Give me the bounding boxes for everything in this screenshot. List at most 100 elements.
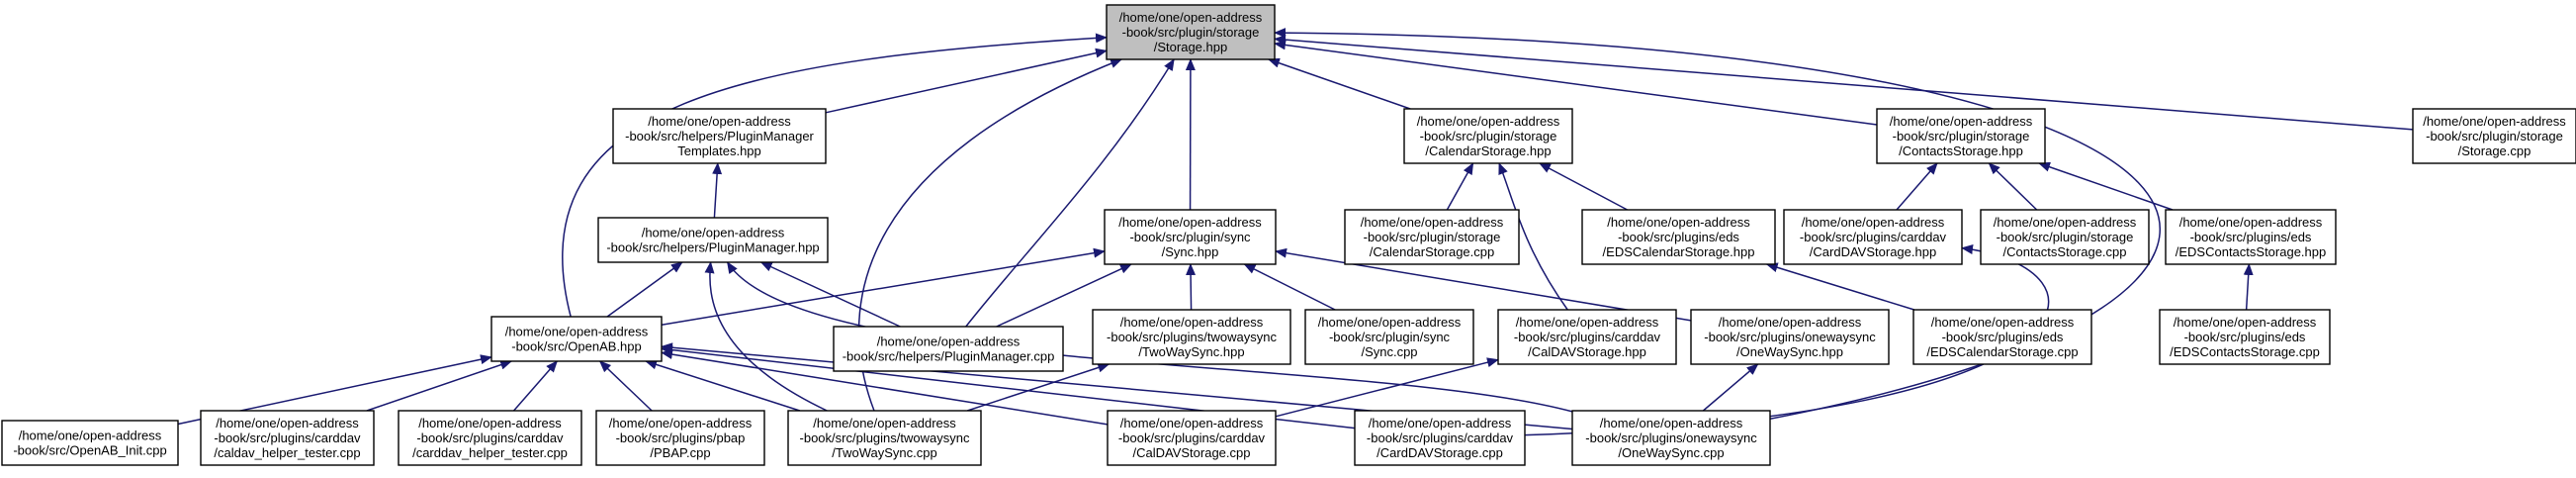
node-label-line: -book/src/plugin/sync xyxy=(1329,330,1451,344)
node-label-line: -book/src/plugins/carddav xyxy=(1118,430,1266,445)
node-openab_hpp[interactable]: /home/one/open-address-book/src/OpenAB.h… xyxy=(490,316,663,362)
node-label-line: /OneWaySync.hpp xyxy=(1736,344,1843,359)
node-box xyxy=(2412,108,2576,164)
node-box xyxy=(1304,309,1474,365)
node-box xyxy=(1571,410,1771,466)
node-label-line: -book/src/plugins/carddav xyxy=(214,430,361,445)
node-carddav_helper_tester_cpp[interactable]: /home/one/open-address-book/src/plugins/… xyxy=(398,410,582,466)
node-label-line: -book/src/OpenAB.hpp xyxy=(511,339,642,354)
node-plugin_manager_cpp[interactable]: /home/one/open-address-book/src/helpers/… xyxy=(833,326,1064,372)
node-openab_init_cpp[interactable]: /home/one/open-address-book/src/OpenAB_I… xyxy=(1,420,179,466)
node-carddav_storage_hpp[interactable]: /home/one/open-address-book/src/plugins/… xyxy=(1783,209,1963,265)
edge-sync_cpp-to-sync_hpp xyxy=(1243,263,1336,311)
edge-plugin_manager_cpp-to-plugin_manager_hpp xyxy=(759,261,901,328)
node-caldav_storage_hpp[interactable]: /home/one/open-address-book/src/plugins/… xyxy=(1497,309,1677,365)
node-calendar_storage_cpp[interactable]: /home/one/open-address-book/src/plugin/s… xyxy=(1344,209,1520,265)
node-label-line: /CalendarStorage.hpp xyxy=(1425,143,1551,158)
node-one_way_sync_cpp[interactable]: /home/one/open-address-book/src/plugins/… xyxy=(1571,410,1771,466)
edge-plugin_manager_templates-to-storage_hpp xyxy=(825,48,1108,114)
node-label-line: /home/one/open-address xyxy=(1369,416,1512,430)
node-plugin_manager_templates[interactable]: /home/one/open-address-book/src/helpers/… xyxy=(612,108,827,164)
node-two_way_sync_hpp[interactable]: /home/one/open-address-book/src/plugins/… xyxy=(1092,309,1291,365)
node-label-line: /home/one/open-address xyxy=(877,335,1021,349)
node-caldav_helper_tester_cpp[interactable]: /home/one/open-address-book/src/plugins/… xyxy=(200,410,375,466)
node-label-line: /home/one/open-address xyxy=(1802,215,1945,230)
node-one_way_sync_hpp[interactable]: /home/one/open-address-book/src/plugins/… xyxy=(1690,309,1890,365)
node-box xyxy=(1104,209,1277,265)
node-label-line: /home/one/open-address xyxy=(642,226,785,240)
node-label-line: /home/one/open-address xyxy=(2179,215,2323,230)
node-label-line: /CalDAVStorage.hpp xyxy=(1528,344,1646,359)
edge-plugin_manager_hpp-to-plugin_manager_templates xyxy=(712,162,723,219)
node-box xyxy=(1581,209,1776,265)
edge-storage_cpp-to-storage_hpp xyxy=(1274,35,2414,131)
node-label-line: /caldav_helper_tester.cpp xyxy=(214,445,360,460)
node-box xyxy=(200,410,375,466)
node-label-line: /CalendarStorage.cpp xyxy=(1370,244,1494,259)
node-label-line: -book/src/plugins/onewaysync xyxy=(1704,330,1876,344)
edge-one_way_sync_cpp-to-one_way_sync_hpp xyxy=(1702,363,1759,412)
edge-eds_contacts_storage_cpp-to-eds_contacts_storage_hpp xyxy=(2243,263,2254,311)
node-box xyxy=(833,326,1064,372)
node-label-line: /home/one/open-address xyxy=(1516,315,1659,330)
node-label-line: /ContactsStorage.hpp xyxy=(1899,143,2023,158)
node-label-line: /OneWaySync.cpp xyxy=(1618,445,1724,460)
node-plugin_manager_hpp[interactable]: /home/one/open-address-book/src/helpers/… xyxy=(597,217,829,263)
edge-two_way_sync_cpp-to-two_way_sync_hpp xyxy=(966,362,1110,412)
node-label-line: -book/src/plugin/storage xyxy=(1364,230,1501,244)
node-label-line: /EDSCalendarStorage.cpp xyxy=(1926,344,2078,359)
node-eds_contacts_storage_hpp[interactable]: /home/one/open-address-book/src/plugins/… xyxy=(2165,209,2337,265)
node-label-line: -book/src/plugins/twowaysync xyxy=(1107,330,1277,344)
node-label-line: -book/src/plugins/eds xyxy=(1618,230,1739,244)
node-label-line: -book/src/plugin/storage xyxy=(1997,230,2134,244)
node-storage_hpp[interactable]: /home/one/open-address-book/src/plugin/s… xyxy=(1106,4,1276,60)
edge-contacts_storage_cpp-to-contacts_storage_hpp xyxy=(1988,162,2038,211)
node-label-line: /home/one/open-address xyxy=(1607,215,1750,230)
node-label-line: /EDSContactsStorage.hpp xyxy=(2176,244,2326,259)
node-label-line: -book/src/plugins/twowaysync xyxy=(800,430,970,445)
node-label-line: /home/one/open-address xyxy=(648,114,791,129)
node-sync_hpp[interactable]: /home/one/open-address-book/src/plugin/s… xyxy=(1104,209,1277,265)
node-eds_contacts_storage_cpp[interactable]: /home/one/open-address-book/src/plugins/… xyxy=(2159,309,2331,365)
node-box xyxy=(1690,309,1890,365)
node-label-line: /home/one/open-address xyxy=(1417,114,1560,129)
node-contacts_storage_cpp[interactable]: /home/one/open-address-book/src/plugin/s… xyxy=(1980,209,2150,265)
node-box xyxy=(1344,209,1520,265)
node-eds_calendar_storage_cpp[interactable]: /home/one/open-address-book/src/plugins/… xyxy=(1912,309,2092,365)
node-two_way_sync_cpp[interactable]: /home/one/open-address-book/src/plugins/… xyxy=(787,410,982,466)
node-caldav_storage_cpp[interactable]: /home/one/open-address-book/src/plugins/… xyxy=(1107,410,1277,466)
edge-calendar_storage_hpp-to-storage_hpp xyxy=(1267,57,1411,110)
node-calendar_storage_hpp[interactable]: /home/one/open-address-book/src/plugin/s… xyxy=(1403,108,1573,164)
node-box xyxy=(1106,4,1276,60)
node-pbap_cpp[interactable]: /home/one/open-address-book/src/plugins/… xyxy=(595,410,765,466)
node-label-line: /home/one/open-address xyxy=(216,416,359,430)
node-label-line: -book/src/plugins/carddav xyxy=(1800,230,1947,244)
node-label-line: Templates.hpp xyxy=(677,143,761,158)
edge-caldav_helper_tester_cpp-to-openab_hpp xyxy=(366,359,513,412)
edge-openab_hpp-to-storage_hpp xyxy=(562,33,1108,318)
node-label-line: /home/one/open-address xyxy=(2423,114,2566,129)
node-label-line: -book/src/helpers/PluginManager.cpp xyxy=(843,349,1055,364)
node-box xyxy=(612,108,827,164)
node-carddav_storage_cpp[interactable]: /home/one/open-address-book/src/plugins/… xyxy=(1354,410,1526,466)
node-box xyxy=(2165,209,2337,265)
node-label-line: -book/src/helpers/PluginManager.hpp xyxy=(606,240,819,255)
node-label-line: /home/one/open-address xyxy=(1719,315,1862,330)
node-label-line: /carddav_helper_tester.cpp xyxy=(412,445,568,460)
edge-pbap_cpp-to-openab_hpp xyxy=(598,360,653,412)
node-box xyxy=(1354,410,1526,466)
node-label-line: /home/one/open-address xyxy=(418,416,562,430)
node-contacts_storage_hpp[interactable]: /home/one/open-address-book/src/plugin/s… xyxy=(1876,108,2046,164)
node-label-line: /PBAP.cpp xyxy=(650,445,710,460)
node-label-line: /home/one/open-address xyxy=(2174,315,2317,330)
node-storage_cpp[interactable]: /home/one/open-address-book/src/plugin/s… xyxy=(2412,108,2576,164)
node-box xyxy=(1092,309,1291,365)
edge-eds_calendar_storage_hpp-to-calendar_storage_hpp xyxy=(1539,162,1628,211)
node-label-line: /EDSCalendarStorage.hpp xyxy=(1603,244,1755,259)
node-eds_calendar_storage_hpp[interactable]: /home/one/open-address-book/src/plugins/… xyxy=(1581,209,1776,265)
node-sync_cpp[interactable]: /home/one/open-address-book/src/plugin/s… xyxy=(1304,309,1474,365)
edge-calendar_storage_cpp-to-calendar_storage_hpp xyxy=(1446,162,1474,211)
edge-caldav_storage_cpp-to-openab_hpp xyxy=(661,349,1109,426)
node-label-line: -book/src/plugins/onewaysync xyxy=(1585,430,1757,445)
node-label-line: /home/one/open-address xyxy=(1120,315,1264,330)
